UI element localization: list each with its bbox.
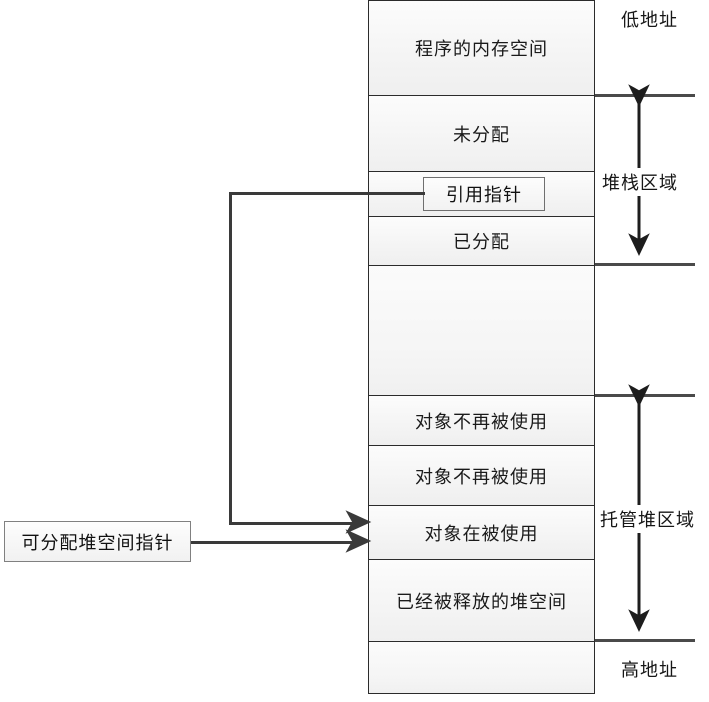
- managed-heap-tick-bottom: [595, 639, 695, 642]
- memory-row-object-unused-2: 对象不再被使用: [369, 445, 594, 505]
- region-label-stack: 堆栈区域: [600, 168, 680, 196]
- memory-row-freed-heap-space: 已经被释放的堆空间: [369, 559, 594, 641]
- memory-row-label: 未分配: [453, 124, 510, 145]
- alloc-pointer-connector: [191, 541, 361, 544]
- memory-row-program-memory-space: 程序的内存空间: [369, 1, 594, 95]
- reference-pointer-box: 引用指针: [423, 177, 545, 211]
- memory-row-allocated: 已分配: [369, 216, 594, 265]
- memory-row-label: 对象不再被使用: [415, 466, 548, 487]
- memory-row-unallocated: 未分配: [369, 95, 594, 171]
- memory-row-gap: [369, 265, 594, 395]
- memory-row-label: 对象在被使用: [424, 523, 539, 544]
- region-label-managed-heap: 托管堆区域: [598, 505, 697, 533]
- ref-pointer-connector-vertical: [229, 192, 232, 525]
- memory-row-object-unused-1: 对象不再被使用: [369, 395, 594, 445]
- memory-row-bottom-blank: [369, 641, 594, 693]
- allocatable-heap-pointer-box: 可分配堆空间指针: [4, 521, 191, 562]
- memory-row-label: 已分配: [453, 232, 510, 252]
- memory-row-label: 程序的内存空间: [415, 39, 548, 59]
- memory-row-label: 对象不再被使用: [415, 411, 548, 432]
- ref-pointer-connector-bottom: [229, 522, 361, 525]
- high-address-label: 高地址: [621, 660, 678, 680]
- allocatable-heap-pointer-text: 可分配堆空间指针: [21, 532, 174, 553]
- low-address-label: 低地址: [621, 10, 678, 30]
- reference-pointer-label: 引用指针: [446, 185, 522, 205]
- memory-row-label: 已经被释放的堆空间: [396, 591, 567, 612]
- memory-row-object-in-use: 对象在被使用: [369, 505, 594, 559]
- stack-region-tick-bottom: [595, 263, 695, 266]
- ref-pointer-connector-top: [229, 192, 425, 195]
